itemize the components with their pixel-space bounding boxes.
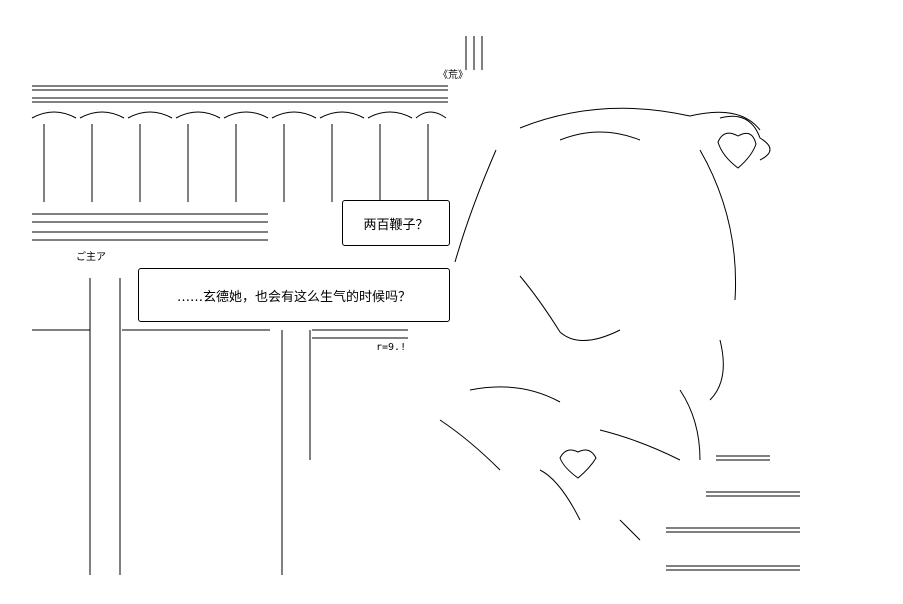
dialogue-line-1: 两百鞭子？: [363, 217, 429, 233]
building-roof: [32, 85, 448, 241]
speech-bubble-main: ……玄德她，也会有这么生气的时候吗？: [138, 268, 450, 322]
building-arches: [31, 111, 447, 119]
roof-label: ご主ア: [76, 252, 106, 263]
tally-mark: r=9.!: [376, 342, 407, 353]
dialogue-line-2: ……玄德她，也会有这么生气的时候吗？: [176, 289, 411, 305]
right-texture: [666, 455, 800, 571]
top-pillar: [465, 36, 483, 70]
lower-pillars: [32, 278, 408, 575]
figure-outline: [439, 107, 771, 541]
speech-bubble-top: 两百鞭子？: [342, 200, 450, 246]
building-columns: [43, 124, 429, 202]
hall-mark: 《荒》: [438, 70, 468, 81]
heart-shapes: [559, 132, 757, 479]
